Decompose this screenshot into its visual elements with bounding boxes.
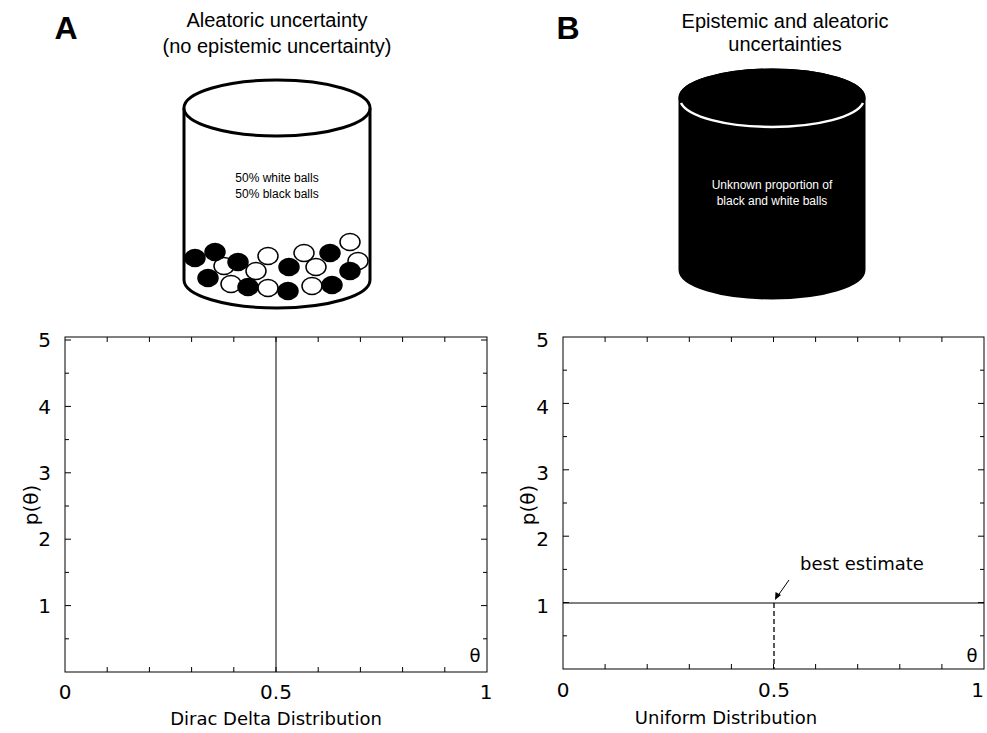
- jar-text: Unknown proportion of black and white ba…: [702, 177, 842, 209]
- axis-label: 1: [536, 595, 549, 618]
- axis-label: 0.5: [260, 681, 292, 704]
- plot-frame: [563, 337, 984, 669]
- axis-label: 2: [38, 528, 51, 551]
- axis-label: 5: [536, 329, 549, 352]
- black-ball: [320, 245, 340, 262]
- axis-label: 2: [536, 528, 549, 551]
- axis-label: 0: [59, 681, 72, 704]
- black-ball: [322, 277, 342, 294]
- white-ball: [306, 259, 326, 276]
- axis-label: 3: [38, 462, 51, 485]
- black-ball: [205, 244, 225, 261]
- axis-label: 5: [38, 329, 51, 352]
- estimate-dash: [773, 603, 774, 669]
- axis-label: 4: [38, 396, 51, 419]
- black-ball: [340, 263, 360, 280]
- black-ball: [278, 283, 298, 300]
- jar-text: 50% white balls: [202, 170, 352, 186]
- dirac-delta-line: [276, 337, 277, 672]
- axis-label: Uniform Distribution: [635, 708, 817, 729]
- axis-label: p(θ): [20, 485, 43, 526]
- black-ball: [185, 250, 205, 267]
- jar-opaque: [680, 70, 864, 298]
- axis-label: 1: [38, 595, 51, 618]
- white-ball: [258, 280, 278, 297]
- axis-label: 1: [480, 681, 493, 704]
- jar-label: Unknown proportion of black and white ba…: [698, 175, 846, 211]
- axis-label: 4: [536, 396, 549, 419]
- black-ball: [238, 279, 258, 296]
- axis-ticks: [65, 337, 984, 672]
- axis-label: Dirac Delta Distribution: [170, 709, 382, 730]
- jar-label: 50% white balls50% black balls: [198, 168, 356, 204]
- jar-text: 50% black balls: [202, 186, 352, 202]
- panel-title: Aleatoric uncertainty: [186, 9, 367, 32]
- black-ball: [228, 254, 248, 271]
- balls: [185, 234, 368, 300]
- panel-title: Epistemic and aleatoric uncertainties: [665, 10, 905, 56]
- panel-letter: B: [556, 10, 579, 47]
- axis-label: p(θ): [517, 485, 540, 526]
- white-ball: [246, 263, 266, 280]
- arrowhead: [775, 592, 781, 600]
- black-ball: [279, 259, 299, 276]
- axis-label: 0.5: [758, 679, 790, 702]
- jar-transparent: [184, 80, 370, 308]
- axis-label: θ: [469, 646, 480, 667]
- plot-frame: [65, 337, 487, 672]
- black-ball: [198, 270, 218, 287]
- axis-label: 1: [971, 679, 984, 702]
- axis-label: 0: [557, 679, 570, 702]
- panel-letter: A: [54, 10, 77, 47]
- panel-title: (no epistemic uncertainty): [163, 35, 392, 58]
- axis-label: θ: [966, 646, 977, 667]
- white-ball: [302, 278, 322, 295]
- white-ball: [340, 234, 360, 251]
- white-ball: [258, 248, 278, 265]
- axis-label: 3: [536, 462, 549, 485]
- axis-label: best estimate: [800, 554, 924, 575]
